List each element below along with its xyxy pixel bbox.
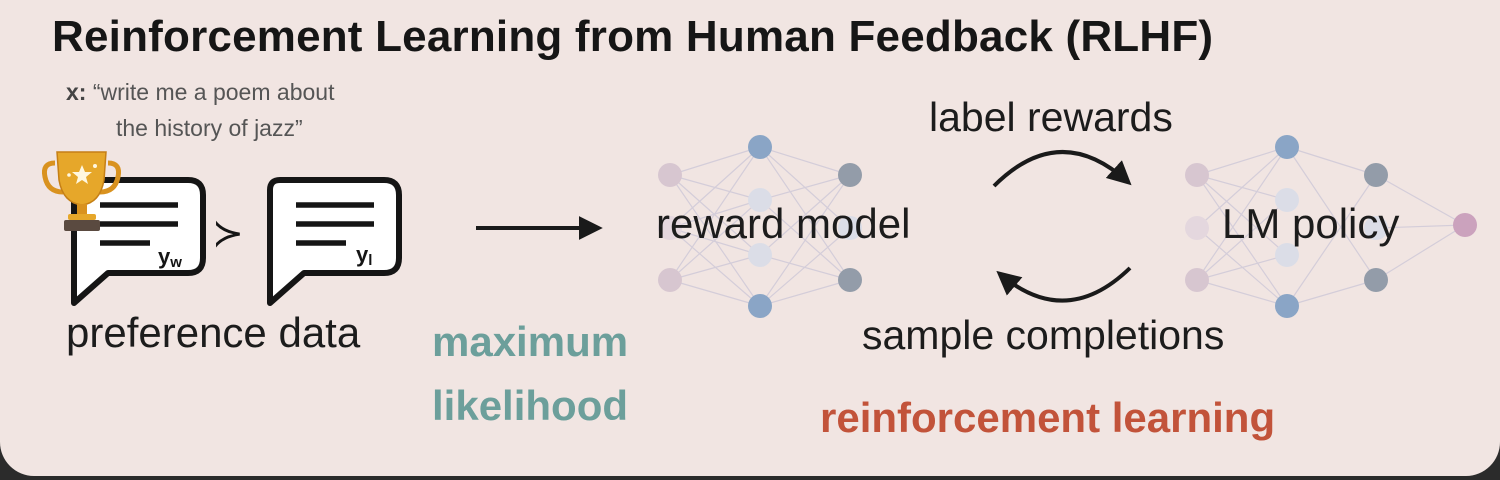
curved-arrow-icon-bottom — [996, 266, 1132, 303]
prompt-text: x: “write me a poem about the history of… — [66, 74, 334, 146]
winner-label: yw — [158, 244, 182, 271]
ml-line-1: maximum — [432, 318, 629, 365]
reward-model-network-icon — [658, 135, 862, 318]
reward-model-label: reward model — [656, 200, 911, 247]
loser-label: yl — [356, 242, 372, 269]
page-title: Reinforcement Learning from Human Feedba… — [52, 12, 1214, 61]
loser-speech-bubble-icon — [267, 177, 402, 306]
preference-data-caption: preference data — [66, 309, 361, 356]
reinforcement-learning-label: reinforcement learning — [820, 394, 1276, 441]
maximum-likelihood-label: maximum likelihood — [432, 310, 628, 438]
curved-arrow-icon-top — [992, 150, 1132, 188]
preference-comparator: ≻ — [212, 211, 244, 255]
label-rewards-label: label rewards — [929, 94, 1173, 140]
trophy-icon — [42, 151, 121, 231]
ml-line-2: likelihood — [432, 382, 629, 429]
prompt-line-1: “write me a poem about — [92, 79, 335, 105]
sample-completions-label: sample completions — [862, 312, 1225, 358]
lm-policy-network-icon — [1185, 135, 1477, 318]
lm-policy-label: LM policy — [1222, 200, 1400, 247]
prompt-line-2: the history of jazz” — [116, 115, 303, 141]
prompt-label: x: — [66, 79, 87, 105]
